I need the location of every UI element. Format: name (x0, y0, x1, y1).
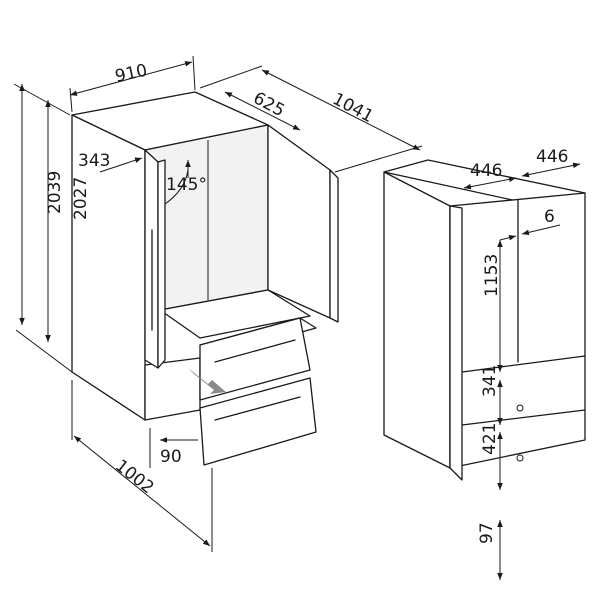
closed-left-side (383, 171, 451, 469)
label-421: 421 (480, 423, 500, 455)
label-910: 910 (113, 61, 149, 87)
dim-line-446-right (521, 162, 581, 178)
dim-line-343 (99, 157, 143, 173)
label-446-left: 446 (470, 161, 502, 181)
side-trim (449, 205, 463, 481)
label-1002: 1002 (111, 456, 157, 498)
label-1041: 1041 (329, 89, 377, 127)
fridge-door-bottom (461, 355, 586, 373)
interior-shelf (159, 289, 311, 339)
label-2027: 2027 (71, 177, 91, 220)
grey-arrow-icon (188, 368, 226, 394)
label-97: 97 (477, 522, 497, 544)
open-fridge-view: 910 625 1041 343 145° 2039 2027 1002 90 (13, 55, 423, 552)
drawer-separator (461, 409, 586, 426)
dim-line-446-left (463, 176, 517, 190)
dim-line-1002 (73, 435, 211, 547)
lower-drawer-handle (214, 396, 301, 421)
label-343: 343 (78, 151, 110, 171)
right-door-open (267, 124, 331, 319)
label-90: 90 (160, 447, 182, 467)
label-625: 625 (250, 88, 288, 121)
upper-drawer-front (199, 317, 311, 401)
plinth (144, 357, 201, 421)
label-145-degrees: 145° (166, 175, 207, 195)
dim-line-6 (499, 234, 517, 241)
dim-line-1041 (261, 69, 421, 151)
dim-line-910 (69, 61, 193, 96)
drawer-marker-lower (516, 454, 524, 462)
closed-fridge-view: 446 446 6 1153 341 421 97 (383, 147, 586, 580)
drawer-marker-upper (516, 404, 524, 412)
upper-drawer-handle (214, 339, 296, 363)
left-door-panel (157, 159, 166, 369)
label-446-right: 446 (536, 147, 568, 167)
angle-arc (164, 169, 189, 205)
label-341: 341 (480, 365, 500, 397)
label-6: 6 (544, 207, 555, 227)
right-door-edge (329, 169, 339, 323)
label-1153: 1153 (482, 254, 502, 297)
